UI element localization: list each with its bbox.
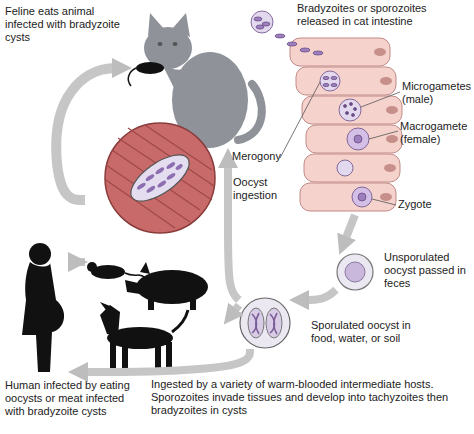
stage-label: Zygote — [398, 198, 458, 211]
cycle-arrow — [78, 258, 85, 266]
intestine-cells — [290, 38, 402, 211]
cycle-arrow — [56, 68, 122, 200]
arrow-label: Oocyst ingestion — [233, 176, 288, 202]
human-silhouette — [22, 243, 64, 372]
stage-label: Merogony — [232, 150, 292, 163]
unsporulated-oocyst-stage: Unsporulated oocyst passed in feces — [336, 253, 374, 291]
stage-caption: Ingested by a variety of warm-blooded in… — [151, 378, 469, 417]
parasite-stages — [251, 11, 372, 207]
cycle-arrow — [299, 290, 336, 300]
tissue-cyst — [105, 123, 215, 233]
mouse-prey — [128, 62, 164, 86]
stage-label: Macrogamete (female) — [400, 120, 472, 146]
stage-label: Microgametes (male) — [402, 80, 472, 106]
stage-caption: Bradyzoites or sporozoites released in c… — [297, 2, 447, 28]
cycle-arrow — [78, 349, 250, 372]
intestine-stage: Bradyzoites or sporozoites released in c… — [285, 35, 395, 215]
leader-lines — [280, 82, 400, 205]
sporulated-oocyst-stage: Sporulated oocyst in food, water, or soi… — [239, 297, 291, 349]
stage-caption: Feline eats animal infected with bradyzo… — [5, 5, 123, 44]
cycle-arrow — [230, 305, 239, 317]
stage-caption: Unsporulated oocyst passed in feces — [384, 251, 470, 290]
human-host-stage: Human infected by eating oocysts or meat… — [5, 240, 70, 375]
stage-caption: Human infected by eating oocysts or meat… — [5, 379, 145, 418]
stage-caption: Sporulated oocyst in food, water, or soi… — [311, 319, 415, 345]
cycle-arrow — [343, 215, 355, 246]
sporulated-oocyst — [240, 298, 290, 348]
cat-host-stage: Feline eats animal infected with bradyzo… — [130, 10, 255, 150]
unsporulated-oocyst — [337, 254, 373, 290]
intermediate-host-stage: Ingested by a variety of warm-blooded in… — [85, 120, 225, 375]
intermediate-hosts — [87, 262, 208, 372]
